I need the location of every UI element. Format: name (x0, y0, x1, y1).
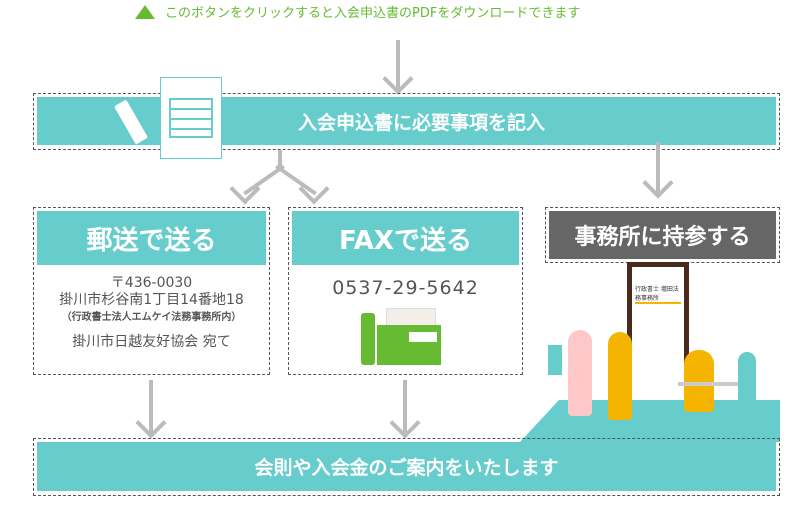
arrowhead (642, 167, 674, 199)
instruction-text: このボタンをクリックすると入会申込書のPDFをダウンロードできます (165, 6, 581, 21)
desk (678, 382, 738, 386)
arrow-stem (149, 380, 153, 436)
postal-box: 郵送で送る 〒436-0030 掛川市杉谷南1丁目14番地18 （行政書士法人エ… (33, 207, 270, 375)
triangle-up-icon (135, 4, 155, 19)
arrowhead (298, 173, 330, 205)
postal-address: 掛川市杉谷南1丁目14番地18 (59, 292, 244, 308)
download-instruction[interactable]: このボタンをクリックすると入会申込書のPDFをダウンロードできます (135, 2, 580, 21)
person-yellow-icon (608, 332, 632, 420)
office-sign: 行政書士 増田法務事務所 (627, 262, 689, 412)
arrow-stem (656, 142, 660, 197)
office-floor (520, 400, 780, 442)
visit-box: 事務所に持参する (545, 207, 780, 263)
final-box: 会則や入会金のご案内をいたします (33, 438, 780, 496)
fax-title: FAXで送る (292, 211, 519, 265)
arrowhead (229, 173, 261, 205)
fax-box: FAXで送る 0537-29-5642 (288, 207, 523, 375)
document-icon (160, 77, 222, 159)
person-seated-yellow-icon (684, 350, 714, 412)
fax-machine-icon (361, 308, 443, 366)
arrowhead (382, 63, 414, 95)
arrow-stem (403, 380, 407, 436)
step1-bar: 入会申込書に必要事項を記入 (37, 97, 776, 145)
fax-number: 0537-29-5642 (332, 277, 479, 299)
final-bar: 会則や入会金のご案内をいたします (37, 442, 776, 491)
postal-title: 郵送で送る (37, 211, 266, 265)
postal-zip: 〒436-0030 (110, 275, 193, 291)
arrowhead (389, 407, 421, 439)
postal-recipient: 掛川市日越友好協会 宛て (72, 334, 231, 350)
step1-label: 入会申込書に必要事項を記入 (297, 111, 545, 134)
person-pink-icon (568, 330, 592, 416)
shopping-bag-icon (548, 345, 562, 375)
sign-text: 行政書士 増田法務事務所 (635, 272, 681, 304)
step1-box: 入会申込書に必要事項を記入 (33, 93, 780, 150)
arrow-down-icon (396, 40, 400, 92)
arrowhead (135, 407, 167, 439)
visit-title: 事務所に持参する (549, 211, 776, 259)
final-label: 会則や入会金のご案内をいたします (254, 457, 559, 479)
person-seated-teal-icon (738, 352, 756, 412)
arrow-stem (278, 150, 282, 170)
postal-office: （行政書士法人エムケイ法務事務所内） (61, 312, 242, 323)
